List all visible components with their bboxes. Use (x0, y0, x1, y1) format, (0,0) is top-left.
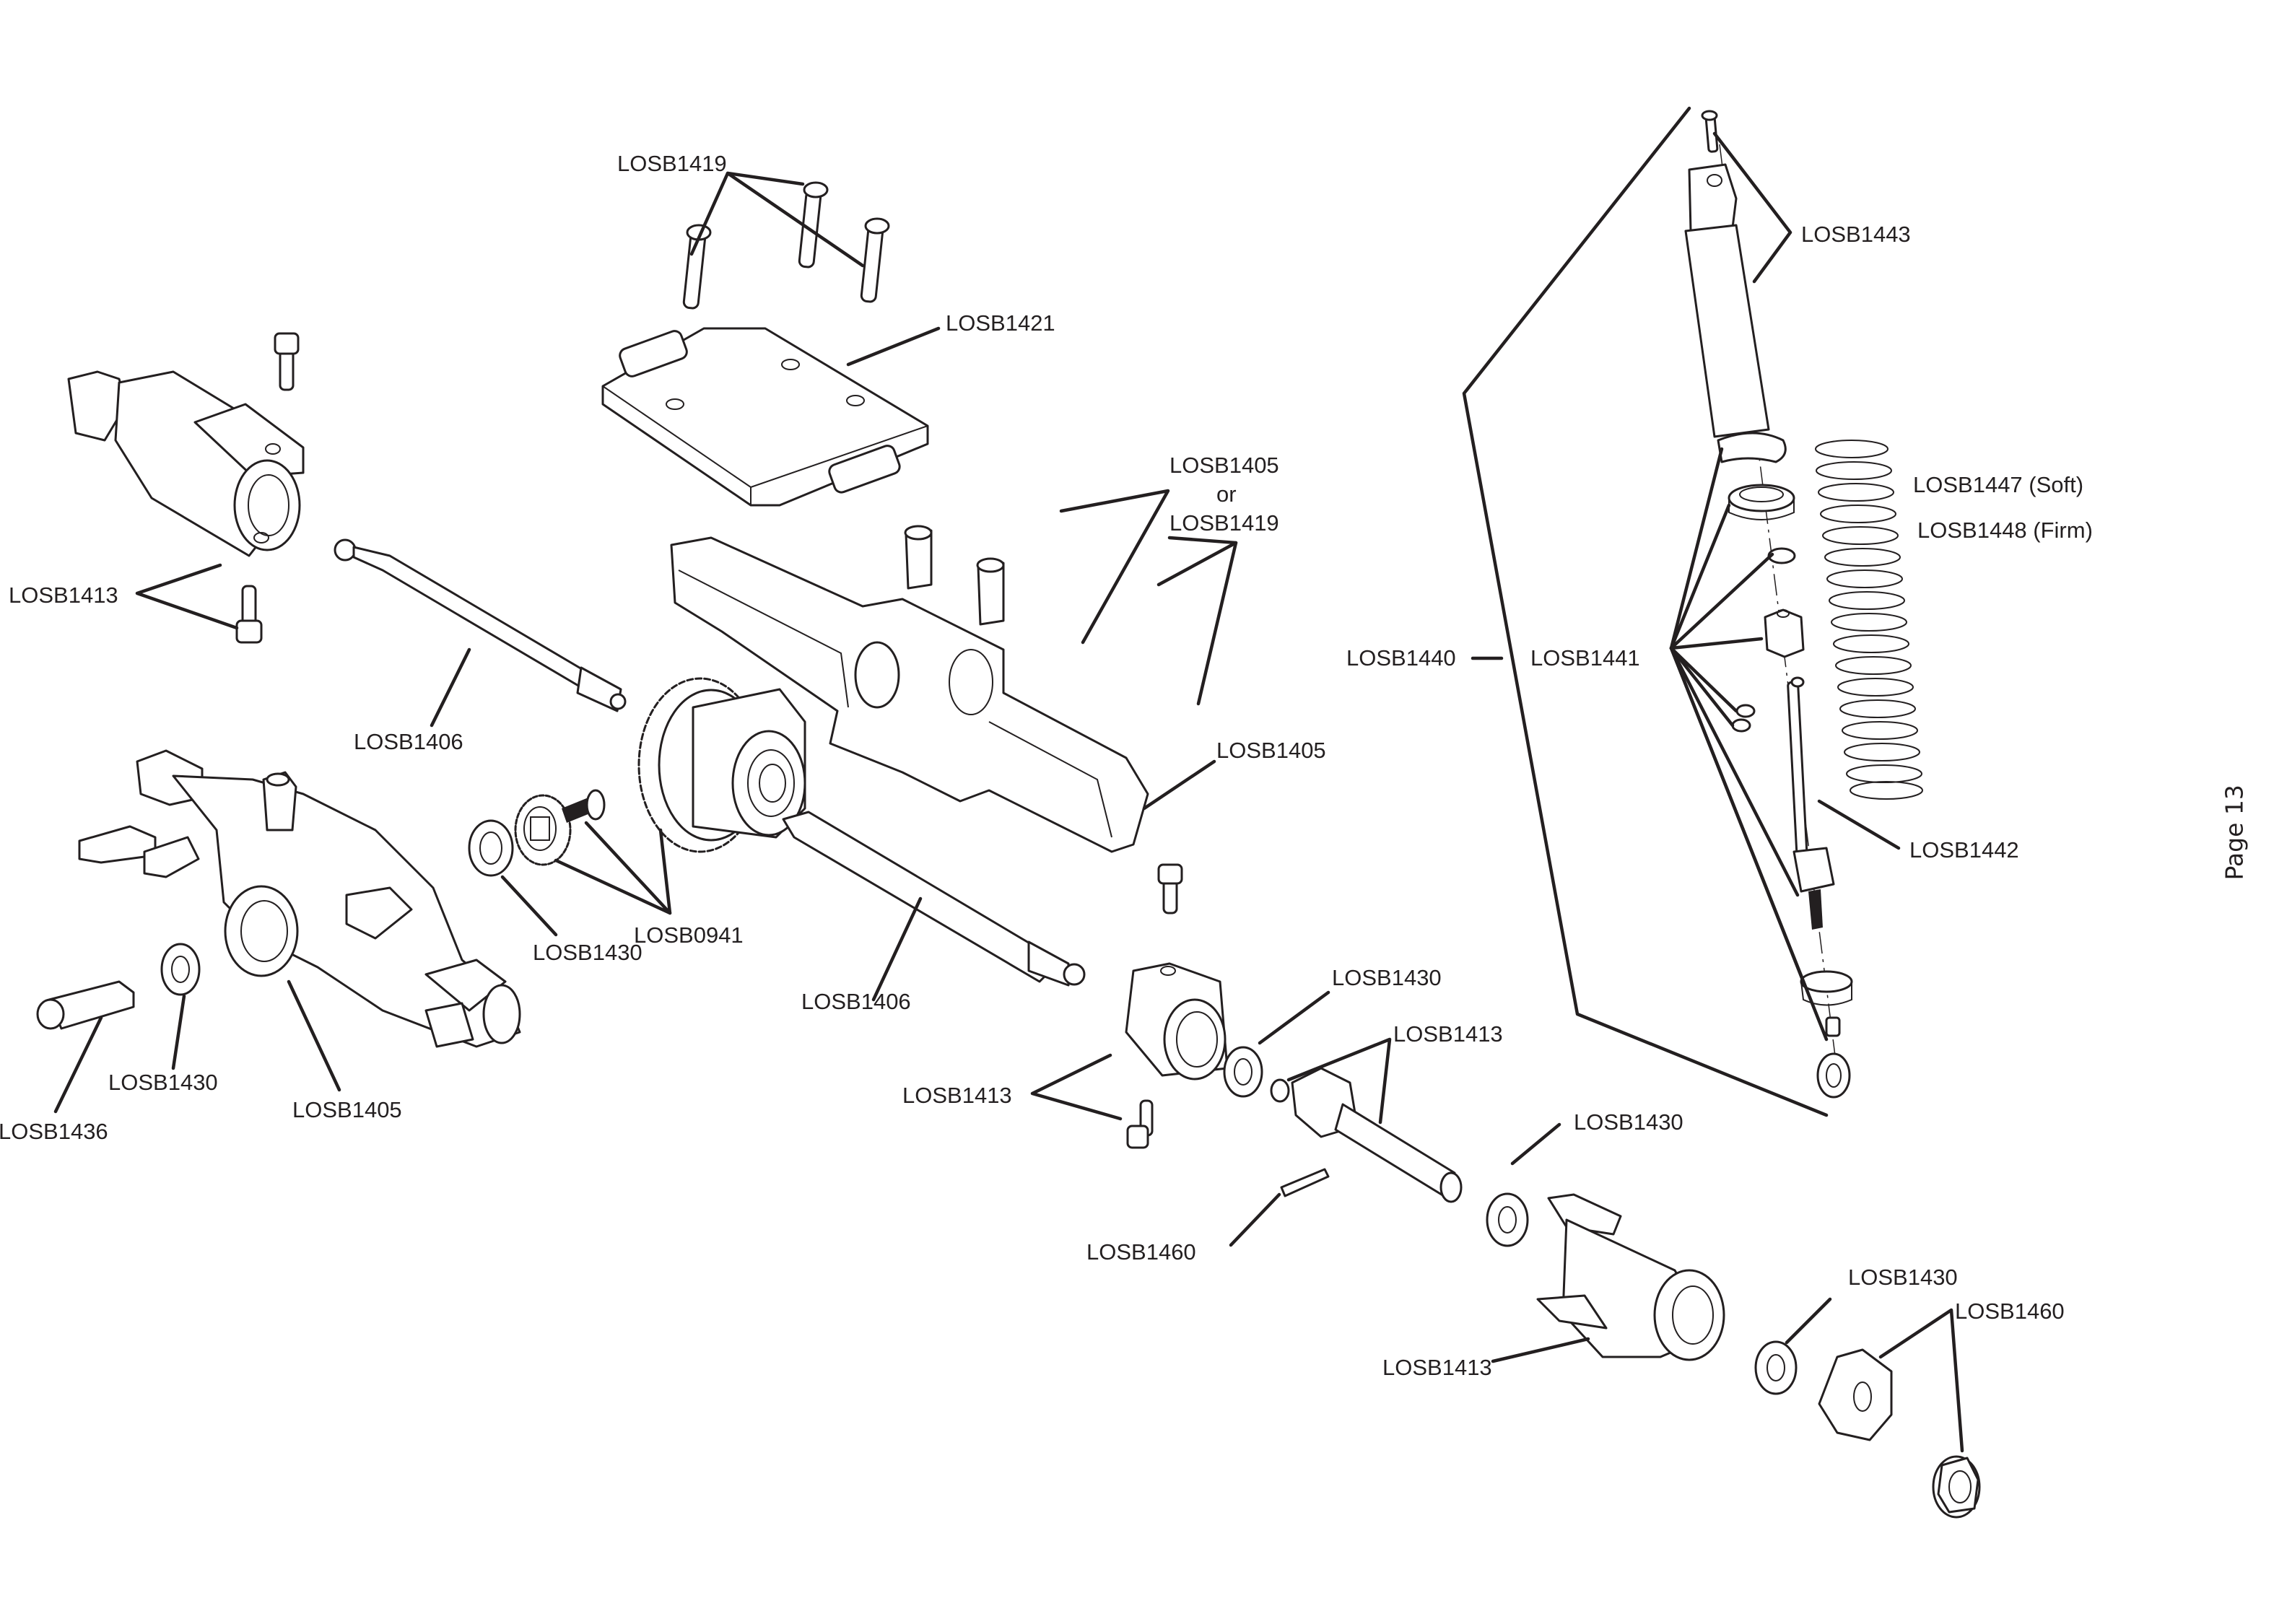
shock-collar-icon (1728, 484, 1795, 520)
label-losb1430-right-b: LOSB1430 (1574, 1109, 1683, 1135)
shock-lower-collar-icon (1800, 970, 1853, 1006)
label-losb1460-pin: LOSB1460 (1086, 1239, 1196, 1265)
screw-icon (860, 217, 890, 303)
bearing-icon (1754, 1340, 1798, 1395)
label-losb1430-outer: LOSB1430 (1848, 1265, 1958, 1290)
label-losb1421: LOSB1421 (946, 310, 1055, 336)
label-losb1413-outer: LOSB1413 (1382, 1355, 1492, 1380)
pin-icon (1280, 1168, 1330, 1197)
pinion-gear-icon (514, 794, 572, 866)
ring-gear-icon (637, 677, 806, 853)
hex-hub-icon (1818, 1348, 1893, 1441)
knuckle-carrier-icon (1125, 962, 1229, 1081)
screw-icon (235, 585, 263, 644)
axle-shaft-left-icon (334, 538, 627, 712)
bearing-icon (468, 819, 514, 877)
label-losb1413-outdrive: LOSB1413 (1393, 1021, 1503, 1047)
label-losb1448: LOSB1448 (Firm) (1917, 518, 2093, 543)
top-plate-icon (601, 327, 929, 507)
screw-icon (1157, 863, 1183, 914)
bearing-icon (160, 943, 201, 996)
shock-rod-end-icon (1816, 1016, 1851, 1099)
axle-housing-left-assembly-icon (78, 749, 521, 1048)
axle-housing-icon (670, 525, 1149, 853)
pinion-screw-icon (562, 789, 606, 823)
label-losb1406-right: LOSB1406 (801, 989, 911, 1014)
hub-carrier-left-icon (67, 370, 305, 557)
axle-shaft-right-icon (782, 811, 1086, 987)
label-losb1440: LOSB1440 (1346, 645, 1456, 671)
shock-top-cap-icon (1701, 110, 1719, 153)
label-losb1442: LOSB1442 (1909, 837, 2019, 863)
shock-body-icon (1684, 163, 1770, 438)
label-losb1443: LOSB1443 (1801, 222, 1911, 247)
shock-clip-icon (1717, 432, 1787, 463)
page-number: Page 13 (2220, 785, 2249, 881)
label-or: or (1216, 481, 1237, 507)
label-losb1406-left: LOSB1406 (354, 729, 463, 754)
bearing-icon (1223, 1046, 1263, 1098)
outer-knuckle-icon (1536, 1193, 1725, 1361)
leader-lines (53, 106, 1964, 1453)
lock-nut-icon (1932, 1455, 1981, 1519)
label-losb1430-input: LOSB1430 (108, 1070, 218, 1095)
label-losb1447: LOSB1447 (Soft) (1913, 472, 2083, 497)
outdrive-shaft-icon (1291, 1067, 1463, 1203)
label-losb1405-left: LOSB1405 (292, 1097, 402, 1122)
label-losb1441: LOSB1441 (1530, 645, 1640, 671)
label-losb1413-left: LOSB1413 (9, 582, 118, 608)
input-shaft-icon (36, 980, 135, 1030)
shock-spacer-icon (1764, 608, 1805, 658)
label-losb1436: LOSB1436 (0, 1119, 108, 1144)
label-losb1460-hex: LOSB1460 (1955, 1298, 2065, 1324)
label-losb1419-top: LOSB1419 (617, 151, 727, 176)
label-losb1430-right-a: LOSB1430 (1332, 965, 1442, 990)
shock-spring-icon (1815, 440, 1923, 800)
screw-icon (274, 332, 300, 391)
label-losb1413-knuckle: LOSB1413 (902, 1083, 1012, 1108)
label-losb1419-or: LOSB1419 (1169, 510, 1279, 536)
screw-icon (682, 224, 712, 310)
part-labels: LOSB1419 LOSB1421 LOSB1405 or LOSB1419 L… (0, 151, 2093, 1380)
bearing-icon (1486, 1192, 1529, 1247)
washer-icon (1270, 1078, 1290, 1103)
label-losb1405-right: LOSB1405 (1216, 738, 1326, 763)
label-losb0941: LOSB0941 (634, 922, 744, 948)
label-losb1430-pinion: LOSB1430 (533, 940, 642, 965)
shock-shaft-icon (1787, 676, 1835, 930)
label-losb1405-or: LOSB1405 (1169, 453, 1279, 478)
screw-icon (1126, 1099, 1154, 1149)
